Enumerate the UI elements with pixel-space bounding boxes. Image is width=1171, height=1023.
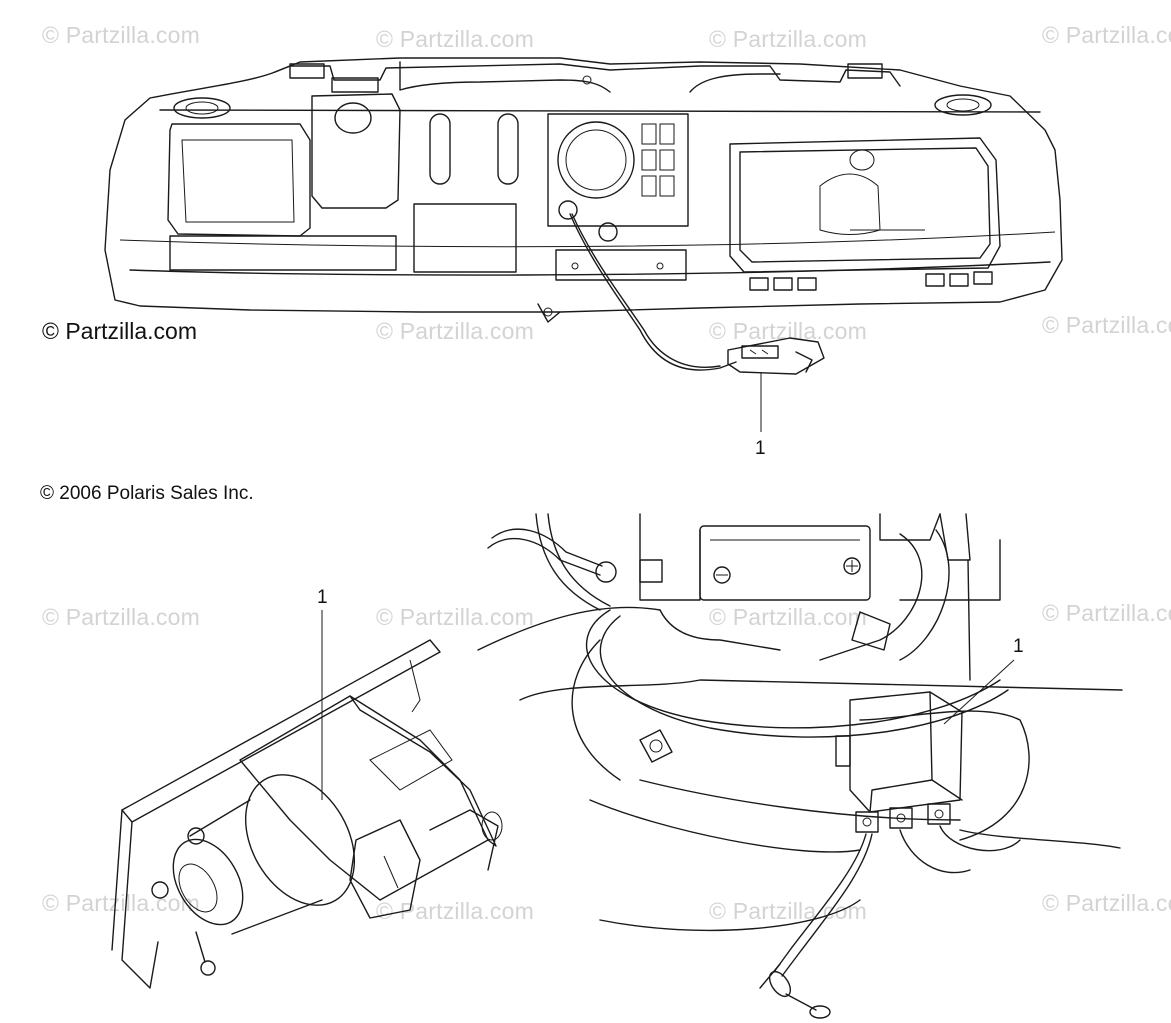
callout-dash-plug[interactable]: 1 [755, 438, 766, 459]
dashboard-drawing [104, 57, 1063, 432]
watermark: © Partzilla.com [1042, 600, 1171, 626]
watermark: © Partzilla.com [709, 26, 867, 52]
watermark: © Partzilla.com [42, 890, 200, 916]
watermark: © Partzilla.com [376, 26, 534, 52]
watermark: © Partzilla.com [376, 318, 534, 344]
watermark: © Partzilla.com [42, 604, 200, 630]
watermark-main: © Partzilla.com [42, 318, 197, 344]
watermark: © Partzilla.com [376, 604, 534, 630]
watermark: © Partzilla.com [709, 604, 867, 630]
copyright-notice: © 2006 Polaris Sales Inc. [40, 483, 254, 504]
watermark: © Partzilla.com [1042, 312, 1171, 338]
watermark: © Partzilla.com [709, 318, 867, 344]
watermark: © Partzilla.com [1042, 890, 1171, 916]
watermark: © Partzilla.com [42, 22, 200, 48]
winch-drawing [111, 610, 503, 989]
watermark: © Partzilla.com [1042, 22, 1171, 48]
callout-winch[interactable]: 1 [317, 587, 328, 608]
callout-relay[interactable]: 1 [1013, 636, 1024, 657]
relay-install-drawing [477, 513, 1123, 1019]
